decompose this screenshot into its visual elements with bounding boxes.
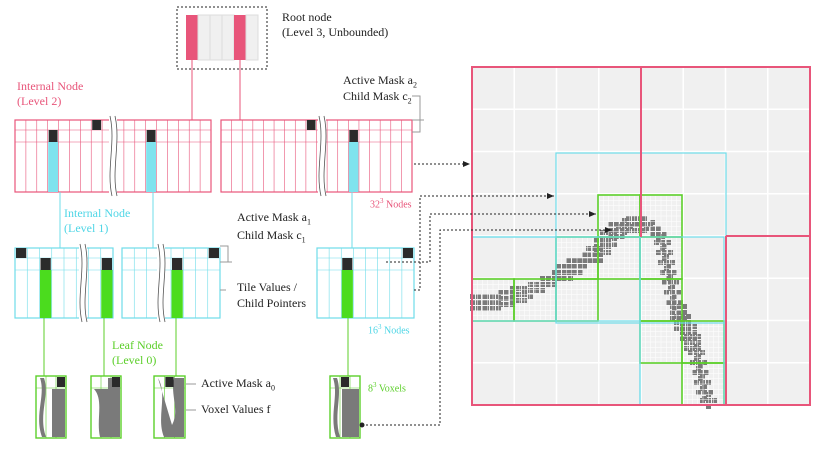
active-mask-bit — [165, 377, 174, 387]
tile-values-label: Tile Values / — [237, 280, 298, 294]
internal-node-level1-title: Internal Node — [64, 206, 131, 220]
mask-bit — [92, 120, 102, 130]
child-pointer-tile — [348, 142, 359, 192]
leaf-node-3 — [153, 375, 186, 439]
leaf-node-title: Leaf Node — [112, 338, 163, 352]
mask-bit — [208, 248, 219, 258]
voxels-8-label: 83 Voxels — [368, 381, 406, 395]
child-pointers-label: Child Pointers — [237, 296, 307, 310]
internal-node-level1-right — [316, 247, 415, 319]
child-pointer-tile — [171, 270, 183, 318]
internal-node-level1-middle — [121, 243, 221, 323]
voxel-values — [39, 378, 65, 437]
mask-bit — [48, 130, 58, 142]
mask-bit — [402, 248, 413, 258]
voxel-values — [158, 378, 184, 437]
mask-bit — [16, 248, 27, 258]
connector-arrows — [359, 161, 612, 428]
internal-node-level2-subtitle: (Level 2) — [17, 94, 62, 108]
active-mask-level1-label: Active Mask a1 — [237, 210, 311, 227]
leaf-node-subtitle: (Level 0) — [112, 353, 157, 367]
leaf-node-1 — [35, 375, 67, 439]
nodes-32-label: 323 Nodes — [370, 197, 412, 211]
child-pointer-tile — [341, 270, 353, 318]
mask-bit — [342, 258, 353, 270]
internal-node-level1-subtitle: (Level 1) — [64, 221, 109, 235]
active-mask-level2-label: Active Mask a2 — [343, 73, 417, 90]
child-mask-level2-label: Child Mask c2 — [343, 89, 412, 106]
voxel-values — [94, 378, 120, 437]
spatial-grid-panel — [470, 66, 811, 409]
active-mask-level0-label: Active Mask a0 — [201, 376, 275, 393]
active-mask-bit — [341, 377, 349, 387]
mask-bit — [172, 258, 183, 270]
voxel-values — [333, 378, 359, 437]
mask-bit — [40, 258, 51, 270]
root-node-dashed-box — [176, 6, 268, 70]
internal-node-level2-title: Internal Node — [17, 79, 84, 93]
root-node — [176, 6, 268, 70]
internal-node-level1-left — [14, 243, 114, 323]
mask-bit — [349, 130, 358, 142]
child-pointer-tile — [48, 142, 59, 192]
child-pointer-tile — [101, 270, 113, 318]
leaf-node-2 — [90, 375, 122, 439]
root-node-tiles — [186, 14, 259, 61]
active-mask-bit — [57, 377, 65, 387]
mask-bit — [101, 258, 112, 270]
root-node-subtitle: (Level 3, Unbounded) — [282, 25, 389, 39]
mask-bit — [306, 120, 316, 130]
voxel-values-label: Voxel Values f — [201, 402, 271, 416]
nodes-16-label: 163 Nodes — [368, 323, 410, 337]
child-mask-level1-label: Child Mask c1 — [237, 228, 306, 245]
active-mask-bit — [112, 377, 120, 387]
child-pointer-tile — [40, 270, 52, 318]
internal-node-level2-right — [220, 115, 413, 197]
internal-node-level2-left — [14, 115, 212, 197]
root-node-title: Root node — [282, 10, 332, 24]
leaf-node-4 — [329, 375, 361, 439]
child-pointer-tile — [146, 142, 157, 192]
mask-bit — [146, 130, 156, 142]
